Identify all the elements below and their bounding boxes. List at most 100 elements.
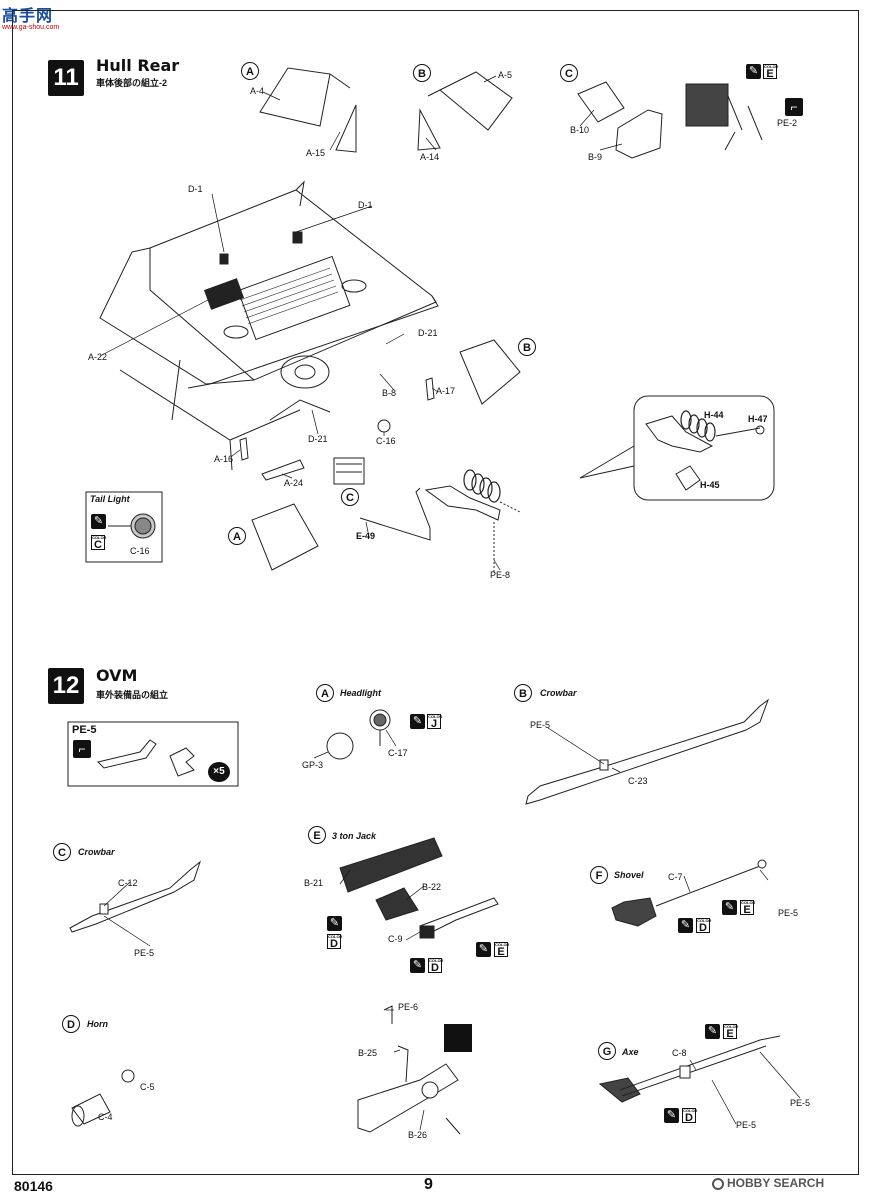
label-b9: B-9 [588,152,603,162]
label-c16: C-16 [376,436,396,446]
label-a24: A-24 [284,478,304,488]
paint-brush-icon: ✎ [476,942,491,957]
label-c23: C-23 [628,776,648,786]
callout-e-jack: E [308,826,326,844]
footer-brand-mark [712,1177,724,1190]
label-c8: C-8 [672,1048,687,1058]
label-b8: B-8 [382,388,397,398]
paint-brush-icon: ✎ [91,514,106,529]
label-c12: C-12 [118,878,138,888]
label-a5: A-5 [498,70,513,80]
label-pe5-crowbar-c: PE-5 [134,948,155,958]
label-a22: A-22 [88,352,108,362]
tail-light-color-box: C [91,535,105,551]
watermark-line2: www.ga-shou.com [2,24,60,31]
label-pe2: PE-2 [777,118,798,128]
crowbar-b-title: Crowbar [540,688,577,698]
callout-b: B [413,64,431,82]
label-pe5-axe-b: PE-5 [790,1098,811,1108]
step-12-subtitle: 車外装備品の組立 [96,690,169,700]
horn-title: Horn [87,1019,108,1029]
paint-brush-icon: ✎ [410,958,425,973]
axe-title: Axe [622,1047,639,1057]
label-c7: C-7 [668,872,683,882]
label-d21: D-21 [418,328,438,338]
jack-title: 3 ton Jack [332,831,377,841]
step-12-title: OVM [96,666,138,685]
axe-color-e: E [723,1024,737,1040]
jack-color-d2: D [428,958,442,974]
label-b26: B-26 [408,1130,428,1140]
paint-brush-icon: ✎ [664,1108,679,1123]
label-d1-left: D-1 [188,184,203,194]
shovel-title: Shovel [614,870,644,880]
label-h47: H-47 [748,414,768,424]
step-11-subtitle: 車体後部の組立-2 [96,78,168,88]
tail-light-title: Tail Light [90,494,130,504]
jack-color-d1: D [327,934,341,950]
axe-color-d: D [682,1108,696,1124]
label-pe6: PE-6 [398,1002,419,1012]
color-e-box: E [763,64,777,80]
crowbar-c-title: Crowbar [78,847,115,857]
paint-brush-icon: ✎ [678,918,693,933]
label-b25: B-25 [358,1048,378,1058]
callout-d-horn: D [62,1015,80,1033]
label-d21-lower: D-21 [308,434,328,444]
label-c9: C-9 [388,934,403,944]
step-11-title: Hull Rear [96,56,180,75]
shovel-color-d: D [696,918,710,934]
footer-product-code: 80146 [14,1178,53,1194]
paint-brush-icon: ✎ [327,916,342,931]
label-c5: C-5 [140,1082,155,1092]
label-pe5-axe-a: PE-5 [736,1120,757,1130]
callout-b-hull: B [518,338,536,356]
label-a16: A-16 [214,454,234,464]
watermark-logo: 高手网 www.ga-shou.com [2,2,59,31]
shovel-color-e: E [740,900,754,916]
tail-light-part: C-16 [130,546,150,556]
footer-page-number: 9 [424,1176,433,1193]
headlight-title: Headlight [340,688,382,698]
callout-a: A [241,62,259,80]
label-a17: A-17 [436,386,456,396]
callout-b-crowbar: B [514,684,532,702]
callout-f-shovel: F [590,866,608,884]
headlight-color-box: J [427,714,441,730]
footer-brand-text: HOBBY SEARCH [727,1176,825,1190]
label-d1-right: D-1 [358,200,373,210]
label-e49: E-49 [356,531,376,541]
callout-a-headlight: A [316,684,334,702]
label-c4: C-4 [98,1112,113,1122]
step-12-number: 12 [48,668,84,704]
pe-count-badge: ×5 [208,762,230,782]
step-11-number: 11 [48,60,84,96]
label-pe5-crowbar-b: PE-5 [530,720,551,730]
label-pe5-shovel: PE-5 [778,908,799,918]
cut-part-icon [444,1024,472,1052]
label-h45: H-45 [700,480,720,490]
watermark-line1: 高手网 [2,8,54,25]
label-h44: H-44 [704,410,724,420]
label-b22: B-22 [422,882,442,892]
label-a4: A-4 [250,86,265,96]
label-gp3: GP-3 [302,760,324,770]
callout-c-hull: C [341,488,359,506]
footer-brand-logo: HOBBY SEARCH [712,1176,824,1190]
label-b21: B-21 [304,878,324,888]
label-a15: A-15 [306,148,326,158]
paint-brush-icon: ✎ [746,64,761,79]
page-frame [12,10,859,1175]
label-a14: A-14 [420,152,440,162]
paint-brush-icon: ✎ [722,900,737,915]
callout-c-crowbar: C [53,843,71,861]
pe-part-icon: ⌐ [73,740,91,758]
pe-box-title: PE-5 [72,724,97,736]
label-c17: C-17 [388,748,408,758]
paint-brush-icon: ✎ [705,1024,720,1039]
callout-c: C [560,64,578,82]
label-pe8: PE-8 [490,570,511,580]
jack-color-e: E [494,942,508,958]
paint-brush-icon: ✎ [410,714,425,729]
